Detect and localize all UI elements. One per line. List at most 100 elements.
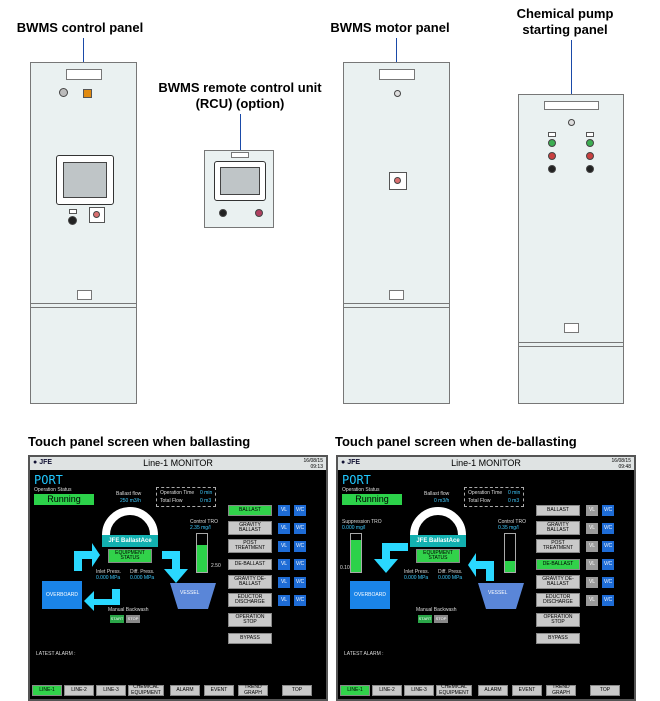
tab-line-3[interactable]: LINE-3 xyxy=(404,685,434,696)
vl-post-treatment[interactable]: VL xyxy=(278,541,290,552)
tab-top[interactable]: TOP xyxy=(590,685,620,696)
tab-event[interactable]: EVENT xyxy=(204,685,234,696)
deballast-button[interactable]: DE-BALLAST xyxy=(536,559,580,570)
post-treatment-button[interactable]: POST TREATMENT xyxy=(536,539,580,553)
tab-chemical-equipment[interactable]: CHEMICAL EQUIPMENT xyxy=(436,684,472,696)
motor-indicator-lamp xyxy=(394,90,401,97)
vl-eductor[interactable]: VL xyxy=(278,595,290,606)
tab-line-1[interactable]: LINE-1 xyxy=(340,685,370,696)
ballastace-unit: JFE BallastAce xyxy=(410,535,466,547)
latest-alarm-label: LATEST ALARM : xyxy=(36,651,76,657)
ballast-button[interactable]: BALLAST xyxy=(536,505,580,516)
vc-deballast[interactable]: V/C xyxy=(294,559,306,570)
tab-line-2[interactable]: LINE-2 xyxy=(372,685,402,696)
pump1-fault-lamp xyxy=(548,152,556,160)
vc-post-treatment[interactable]: V/C xyxy=(294,541,306,552)
jfe-logo: ● JFE xyxy=(341,459,361,466)
tab-trend-graph[interactable]: TREND GRAPH xyxy=(238,684,268,696)
pump-lower-nameplate xyxy=(564,323,579,333)
vl-gravity-deballast[interactable]: VL xyxy=(586,577,598,588)
backwash-start-button[interactable]: START xyxy=(110,615,124,623)
control-panel-cabinet xyxy=(30,62,137,404)
vc-gravity-ballast[interactable]: V/C xyxy=(294,523,306,534)
pump-panel-leader xyxy=(571,40,572,94)
inlet-press-value: 0.000 MPa xyxy=(404,575,429,581)
tab-trend-graph[interactable]: TREND GRAPH xyxy=(546,684,576,696)
inlet-arrow xyxy=(74,543,100,571)
vc-gravity-deballast[interactable]: V/C xyxy=(602,577,614,588)
pump1-switch[interactable] xyxy=(548,165,556,173)
equipment-status-button[interactable]: EQUIPMENT STATUS xyxy=(108,549,152,563)
vc-ballast[interactable]: V/C xyxy=(602,505,614,516)
vc-post-treatment[interactable]: V/C xyxy=(602,541,614,552)
ballast-button[interactable]: BALLAST xyxy=(228,505,272,516)
backwash-stop-button[interactable]: STOP xyxy=(434,615,448,623)
emergency-stop-button[interactable] xyxy=(93,211,100,218)
vc-eductor[interactable]: V/C xyxy=(602,595,614,606)
vl-gravity-ballast[interactable]: VL xyxy=(586,523,598,534)
latest-alarm-label: LATEST ALARM : xyxy=(344,651,384,657)
gravity-ballast-button[interactable]: GRAVITY BALLAST xyxy=(228,521,272,535)
suppression-tro-label: Suppression TRO xyxy=(342,519,382,525)
eductor-discharge-button[interactable]: EDUCTOR DISCHARGE xyxy=(228,593,272,607)
backwash-stop-button[interactable]: STOP xyxy=(126,615,140,623)
vl-deballast[interactable]: VL xyxy=(278,559,290,570)
vl-eductor[interactable]: VL xyxy=(586,595,598,606)
pump1-label xyxy=(548,132,556,137)
vl-gravity-deballast[interactable]: VL xyxy=(278,577,290,588)
rcu-selector-switch[interactable] xyxy=(219,209,227,217)
vl-post-treatment[interactable]: VL xyxy=(586,541,598,552)
overboard-box: OVERBOARD xyxy=(350,581,390,609)
equipment-status-button[interactable]: EQUIPMENT STATUS xyxy=(416,549,460,563)
gravity-ballast-button[interactable]: GRAVITY BALLAST xyxy=(536,521,580,535)
bypass-button[interactable]: BYPASS xyxy=(228,633,272,644)
vc-gravity-ballast[interactable]: V/C xyxy=(602,523,614,534)
inlet-press-value: 0.000 MPa xyxy=(96,575,121,581)
selector-switch[interactable] xyxy=(68,216,77,225)
pump2-switch[interactable] xyxy=(586,165,594,173)
tab-line-2[interactable]: LINE-2 xyxy=(64,685,94,696)
suppression-tro-value: 0.000 mg/l xyxy=(342,525,366,531)
rcu-leader xyxy=(240,114,241,150)
post-treatment-button[interactable]: POST TREATMENT xyxy=(228,539,272,553)
operation-stop-button[interactable]: OPERATION STOP xyxy=(536,613,580,627)
vc-eductor[interactable]: V/C xyxy=(294,595,306,606)
gravity-deballast-button[interactable]: GRAVITY DE-BALLAST xyxy=(228,575,272,589)
motor-stop-button[interactable] xyxy=(394,177,401,184)
eductor-discharge-button[interactable]: EDUCTOR DISCHARGE xyxy=(536,593,580,607)
tab-alarm[interactable]: ALARM xyxy=(478,685,508,696)
vc-gravity-deballast[interactable]: V/C xyxy=(294,577,306,588)
tab-line-3[interactable]: LINE-3 xyxy=(96,685,126,696)
op-time-value: 0 min xyxy=(508,490,521,496)
rcu-touch-panel-frame xyxy=(214,161,266,201)
diff-press-label: Diff. Press. xyxy=(438,569,463,575)
status-square xyxy=(83,89,92,98)
vl-ballast[interactable]: VL xyxy=(586,505,598,516)
motor-nameplate xyxy=(379,69,415,80)
control-tro-value: 0.35 mg/l xyxy=(498,525,519,531)
control-panel-leader xyxy=(83,38,84,62)
pump-panel-label: Chemical pump starting panel xyxy=(495,6,635,38)
pump2-run-lamp xyxy=(586,139,594,147)
tab-chemical-equipment[interactable]: CHEMICAL EQUIPMENT xyxy=(128,684,164,696)
gravity-deballast-button[interactable]: GRAVITY DE-BALLAST xyxy=(536,575,580,589)
vl-gravity-ballast[interactable]: VL xyxy=(278,523,290,534)
tab-top[interactable]: TOP xyxy=(282,685,312,696)
bypass-button[interactable]: BYPASS xyxy=(536,633,580,644)
tab-event[interactable]: EVENT xyxy=(512,685,542,696)
vl-ballast[interactable]: VL xyxy=(278,505,290,516)
vessel-shape xyxy=(170,583,216,609)
backwash-start-button[interactable]: START xyxy=(418,615,432,623)
tab-line-1[interactable]: LINE-1 xyxy=(32,685,62,696)
diff-press-label: Diff. Press. xyxy=(130,569,155,575)
tab-alarm[interactable]: ALARM xyxy=(170,685,200,696)
vl-deballast[interactable]: VL xyxy=(586,559,598,570)
deballast-button[interactable]: DE-BALLAST xyxy=(228,559,272,570)
rcu-stop-button[interactable] xyxy=(255,209,263,217)
rcu-label-line2: (RCU) (option) xyxy=(195,96,285,111)
vessel-label: VESSEL xyxy=(180,590,200,596)
vc-deballast[interactable]: V/C xyxy=(602,559,614,570)
overboard-box: OVERBOARD xyxy=(42,581,82,609)
vc-ballast[interactable]: V/C xyxy=(294,505,306,516)
operation-stop-button[interactable]: OPERATION STOP xyxy=(228,613,272,627)
